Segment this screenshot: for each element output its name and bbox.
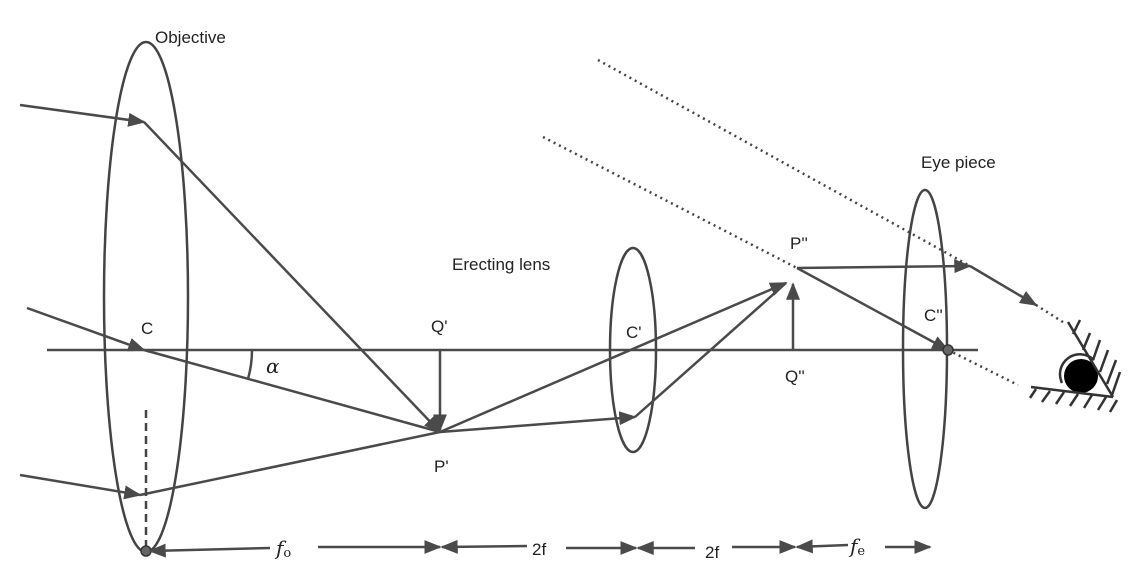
two-f-label-1: 2f [532,540,546,559]
point-q-prime-label: Q' [431,317,447,336]
objective-label: Objective [155,28,226,47]
eye-icon [1028,319,1122,413]
two-f-label-2: 2f [705,543,719,562]
incoming-ray-middle [26,306,146,352]
ray-eyepiece-to-eye-top [969,264,1038,307]
fo-label: fo [274,536,291,561]
eye-piece-label: Eye piece [921,153,996,172]
eyepiece-center-point [942,344,954,356]
incoming-ray-bottom [19,473,142,500]
angle-alpha-label: α [266,354,280,378]
fe-label: fe [848,534,865,559]
ray-p-prime-to-p-double-prime [439,281,788,434]
ray-through-eyepiece-center [796,266,950,352]
refracted-ray-top [143,121,442,434]
incoming-ray-top [19,103,146,127]
ray-p-prime-to-erecting-lens [439,411,637,434]
erecting-lens-label: Erecting lens [452,255,550,274]
distance-arrows [148,539,932,558]
ray-erecting-to-p-double-prime [634,282,787,418]
ray-parallel-to-eyepiece [796,259,972,274]
refracted-ray-bottom [139,430,441,497]
virtual-ray-bottom [542,135,798,270]
virtual-ray-bottom-continued [947,348,1019,387]
point-p-double-prime-label: P'' [790,234,808,253]
point-c-label: C [141,319,153,338]
point-p-prime-label: P' [434,457,449,476]
virtual-ray-top [597,58,971,268]
objective-focus-point [140,545,152,557]
point-c-prime-label: C' [626,323,642,342]
point-c-double-prime-label: C'' [924,306,943,325]
refracted-ray-middle [143,348,441,434]
point-q-double-prime-label: Q'' [785,367,805,386]
virtual-ray-top-continued [1035,303,1067,326]
angle-alpha-arc [246,349,254,380]
erecting-lens [608,246,658,454]
